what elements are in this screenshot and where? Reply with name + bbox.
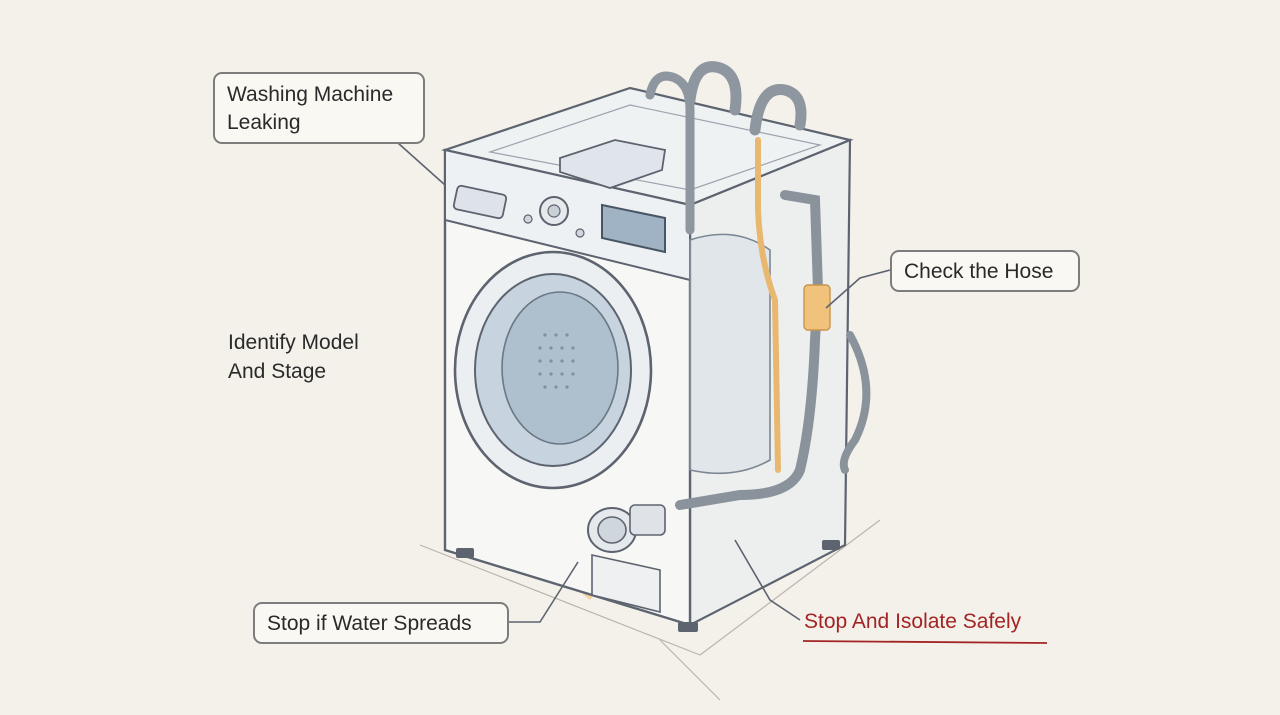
callout-hose-text: Check the Hose xyxy=(904,260,1054,283)
door-glass xyxy=(501,291,619,445)
callout-leaking-line1: Washing Machine xyxy=(227,83,394,106)
callout-spreads-text: Stop if Water Spreads xyxy=(267,612,472,635)
floor-lines xyxy=(419,519,881,701)
label-stop-and-isolate: Stop And Isolate Safely xyxy=(804,608,1021,636)
outer-drain-loop xyxy=(839,331,871,474)
callout-check-the-hose: Check the Hose xyxy=(890,250,1080,292)
label-identify-model: Identify Model And Stage xyxy=(228,328,428,386)
drain-pump-filter xyxy=(587,504,666,553)
leader-isolate xyxy=(734,539,801,621)
inlet-hose-right xyxy=(749,84,807,136)
foot-right xyxy=(822,540,840,550)
leader-spreads xyxy=(509,561,579,623)
foot-left xyxy=(456,548,474,558)
hoses xyxy=(645,61,871,510)
inlet-hose-middle xyxy=(684,61,742,116)
small-button-left xyxy=(523,214,533,224)
hose-connector xyxy=(803,284,831,331)
detergent-drawer xyxy=(452,184,508,220)
dial-center xyxy=(547,204,561,218)
detergent-tray xyxy=(559,139,667,189)
leader-lines xyxy=(397,142,891,623)
drain-hose xyxy=(675,190,824,510)
leader-hose xyxy=(825,269,891,309)
identify-line1: Identify Model xyxy=(228,331,359,354)
hot-water-hose xyxy=(755,137,781,473)
small-button-right xyxy=(575,228,585,238)
isolate-text: Stop And Isolate Safely xyxy=(804,610,1022,633)
leader-leaking xyxy=(397,142,446,186)
internal-drum xyxy=(689,233,771,475)
drum-perforations xyxy=(538,333,575,389)
display-screen xyxy=(601,203,666,254)
callout-stop-if-water-spreads: Stop if Water Spreads xyxy=(253,602,509,644)
callout-washing-machine-leaking: Washing Machine Leaking xyxy=(213,72,425,144)
callout-leaking-line2: Leaking xyxy=(227,111,301,134)
access-flap xyxy=(591,554,661,614)
foot-front xyxy=(678,622,698,632)
isolate-underline xyxy=(802,640,1048,644)
identify-line2: And Stage xyxy=(228,360,327,383)
